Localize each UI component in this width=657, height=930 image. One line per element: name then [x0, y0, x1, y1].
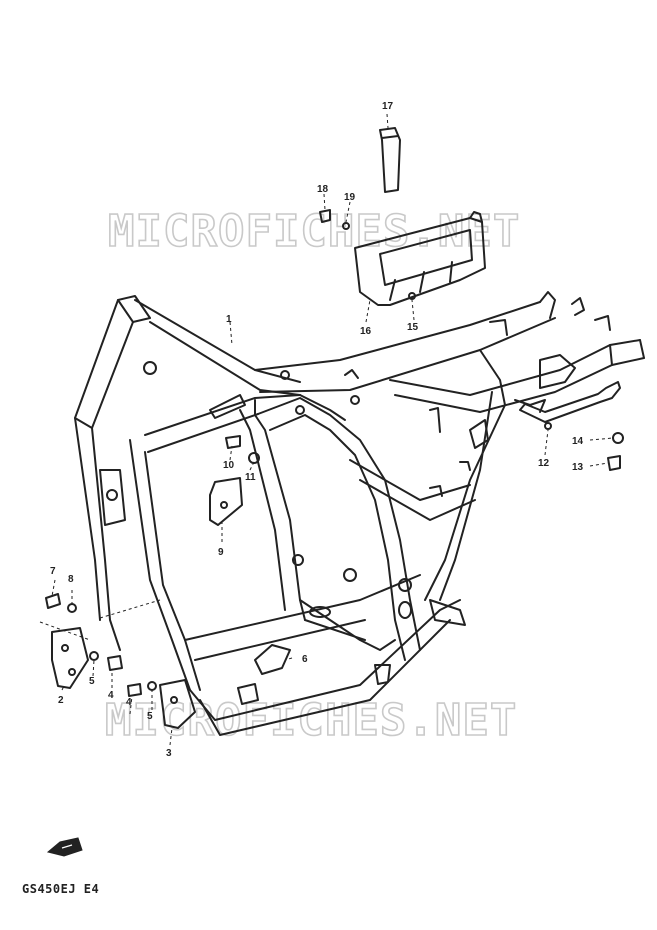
- part-nut-5a: [89, 651, 99, 661]
- callout-4b: 4: [126, 697, 132, 708]
- watermark-top: MICROFICHES.NET: [108, 206, 520, 257]
- callout-5b: 5: [147, 711, 153, 722]
- callout-17: 17: [382, 101, 394, 112]
- callout-2: 2: [58, 695, 64, 706]
- part-washer-8: [67, 603, 77, 613]
- part-washer-14: [612, 432, 624, 444]
- callout-13: 13: [572, 462, 584, 473]
- watermark-bottom: MICROFICHES.NET: [105, 695, 517, 746]
- callout-7: 7: [50, 566, 56, 577]
- part-bolt-4: [107, 655, 123, 671]
- part-battery-plate-16: [354, 217, 486, 306]
- part-callouts: 17 18 19 16 15 1 10 11 9 7 8 2 5 4 4 5 3…: [50, 101, 584, 759]
- callout-9: 9: [218, 547, 224, 558]
- part-nut-5b: [147, 681, 157, 691]
- callout-3: 3: [166, 748, 172, 759]
- callout-8: 8: [68, 574, 74, 585]
- part-grab-rail-12: [519, 381, 621, 423]
- callout-6: 6: [302, 654, 308, 665]
- part-bolt-10: [225, 435, 241, 449]
- model-code-label: GS450EJ E4: [22, 882, 100, 896]
- part-bolt-13: [607, 455, 621, 471]
- callout-10: 10: [223, 460, 235, 471]
- leader-lines: [39, 113, 614, 746]
- part-bracket-9: [209, 477, 243, 526]
- part-engine-bracket-2: [51, 627, 89, 689]
- part-nut-19: [342, 222, 350, 230]
- part-bolt-7: [45, 593, 61, 609]
- part-engine-bracket-3: [159, 679, 196, 729]
- callout-11: 11: [245, 472, 256, 483]
- callout-19: 19: [344, 192, 356, 203]
- callout-5a: 5: [89, 676, 95, 687]
- callout-12: 12: [538, 458, 550, 469]
- callout-14: 14: [572, 436, 584, 447]
- part-cushion-15: [408, 292, 416, 300]
- callout-18: 18: [317, 184, 329, 195]
- part-battery-strap-17: [379, 127, 401, 193]
- part-bolt-18: [319, 209, 331, 223]
- frame-main: [74, 291, 645, 736]
- callout-1: 1: [226, 314, 232, 325]
- callout-4a: 4: [108, 690, 114, 701]
- front-arrow-icon: [46, 837, 83, 857]
- callout-16: 16: [360, 326, 372, 337]
- part-bracket-6: [254, 644, 291, 675]
- callout-15: 15: [407, 322, 419, 333]
